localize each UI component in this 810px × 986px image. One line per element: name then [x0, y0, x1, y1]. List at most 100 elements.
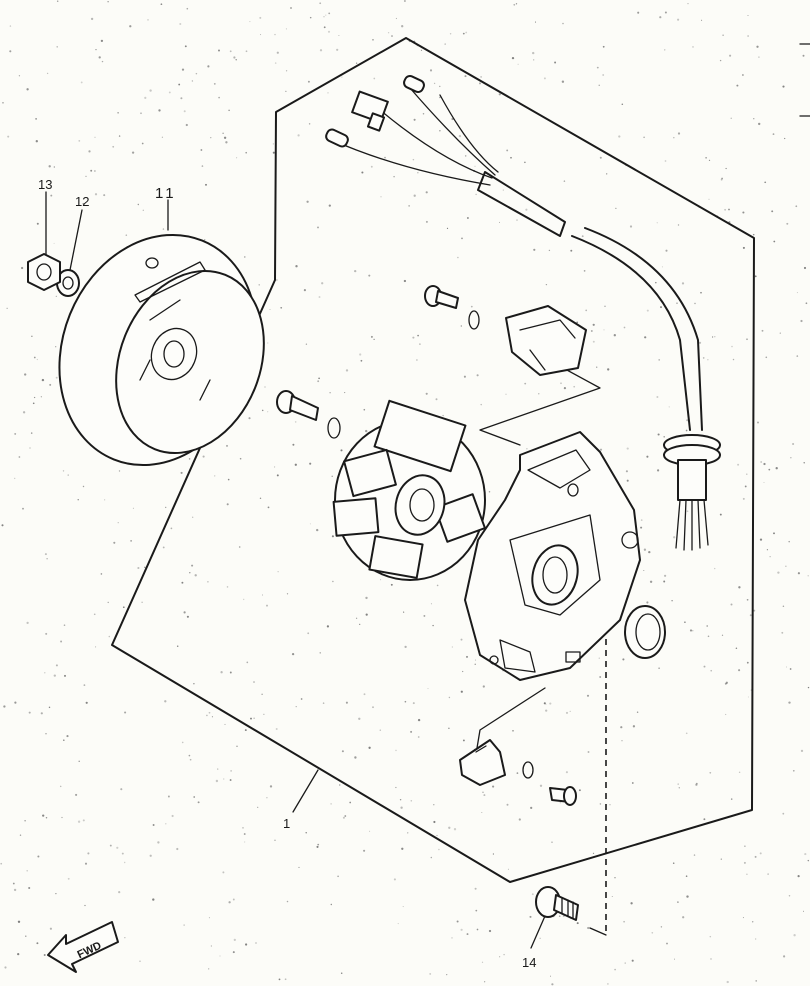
speckle-dot — [226, 444, 228, 447]
speckle-dot — [466, 217, 469, 219]
speckle-dot — [456, 920, 459, 923]
speckle-dot — [275, 728, 278, 730]
speckle-dot — [423, 614, 426, 617]
speckle-dot — [613, 334, 616, 337]
speckle-dot — [276, 51, 279, 54]
speckle-dot — [573, 385, 576, 388]
speckle-dot — [769, 556, 771, 558]
speckle-dot — [425, 220, 428, 223]
speckle-dot — [686, 419, 689, 422]
speckle-dot — [232, 951, 235, 954]
speckle-dot — [754, 855, 757, 858]
speckle-dot — [602, 45, 605, 48]
speckle-dot — [344, 392, 346, 394]
speckle-dot — [549, 702, 552, 705]
speckle-dot — [373, 338, 375, 341]
speckle-dot — [152, 898, 155, 901]
speckle-dot — [78, 760, 80, 763]
speckle-dot — [63, 739, 65, 741]
speckle-dot — [55, 295, 57, 298]
speckle-dot — [796, 292, 798, 294]
speckle-dot — [673, 958, 676, 960]
speckle-dot — [307, 632, 310, 635]
speckle-dot — [264, 386, 266, 388]
speckle-dot — [341, 76, 343, 78]
speckle-dot — [93, 613, 96, 616]
speckle-dot — [460, 690, 463, 693]
speckle-dot — [193, 796, 196, 798]
speckle-dot — [55, 664, 58, 667]
speckle-dot — [226, 503, 229, 506]
speckle-dot — [701, 19, 703, 21]
speckle-dot — [129, 25, 132, 28]
speckle-dot — [694, 302, 696, 305]
speckle-dot — [28, 886, 31, 890]
speckle-dot — [632, 725, 636, 728]
speckle-dot — [401, 25, 404, 28]
speckle-dot — [663, 574, 667, 577]
speckle-dot — [657, 433, 660, 436]
speckle-dot — [109, 844, 112, 847]
speckle-dot — [193, 682, 195, 685]
speckle-dot — [658, 359, 661, 361]
speckle-dot — [511, 56, 515, 60]
speckle-dot — [213, 83, 216, 85]
speckle-dot — [677, 224, 680, 226]
stator-coil — [332, 399, 486, 581]
speckle-dot — [666, 942, 668, 945]
speckle-dot — [714, 336, 716, 338]
speckle-dot — [42, 814, 45, 817]
speckle-dot — [26, 869, 28, 872]
pickup-coil — [505, 305, 587, 376]
speckle-dot — [742, 246, 745, 249]
speckle-dot — [244, 256, 246, 258]
speckle-dot — [746, 338, 748, 341]
speckle-dot — [259, 16, 262, 19]
speckle-dot — [804, 853, 807, 856]
speckle-dot — [744, 845, 746, 847]
speckle-dot — [152, 824, 155, 826]
speckle-dot — [651, 931, 654, 934]
speckle-dot — [56, 0, 59, 2]
speckle-dot — [526, 448, 528, 450]
speckle-dot — [82, 485, 85, 488]
speckle-dot — [721, 634, 724, 636]
speckle-dot — [180, 471, 183, 474]
speckle-dot — [44, 672, 46, 674]
speckle-dot — [170, 527, 173, 530]
speckle-dot — [578, 789, 581, 792]
speckle-dot — [363, 849, 366, 852]
speckle-dot — [417, 718, 421, 722]
speckle-dot — [677, 132, 681, 135]
speckle-dot — [637, 11, 640, 14]
speckle-dot — [261, 693, 263, 695]
speckle-dot — [492, 785, 495, 788]
speckle-dot — [416, 359, 418, 361]
speckle-dot — [321, 282, 324, 285]
speckle-dot — [147, 19, 149, 21]
speckle-dot — [53, 166, 55, 168]
speckle-dot — [451, 937, 453, 939]
speckle-dot — [35, 140, 38, 143]
speckle-dot — [643, 136, 645, 139]
speckle-dot — [309, 462, 312, 465]
speckle-dot — [743, 861, 746, 864]
speckle-dot — [380, 579, 382, 581]
speckle-dot — [203, 239, 206, 241]
speckle-dot — [532, 51, 535, 55]
speckle-dot — [614, 877, 616, 879]
speckle-dot — [82, 819, 85, 822]
speckle-dot — [790, 457, 792, 459]
speckle-dot — [285, 70, 288, 72]
speckle-dot — [323, 16, 325, 18]
speckle-dot — [470, 305, 473, 308]
speckle-dot — [112, 145, 115, 148]
speckle-dot — [95, 646, 97, 648]
speckle-dot — [319, 2, 322, 5]
speckle-dot — [710, 958, 712, 960]
speckle-dot — [13, 888, 17, 892]
speckle-dot — [693, 854, 696, 856]
speckle-dot — [318, 377, 320, 380]
speckle-dot — [507, 868, 509, 870]
speckle-dot — [276, 279, 278, 281]
